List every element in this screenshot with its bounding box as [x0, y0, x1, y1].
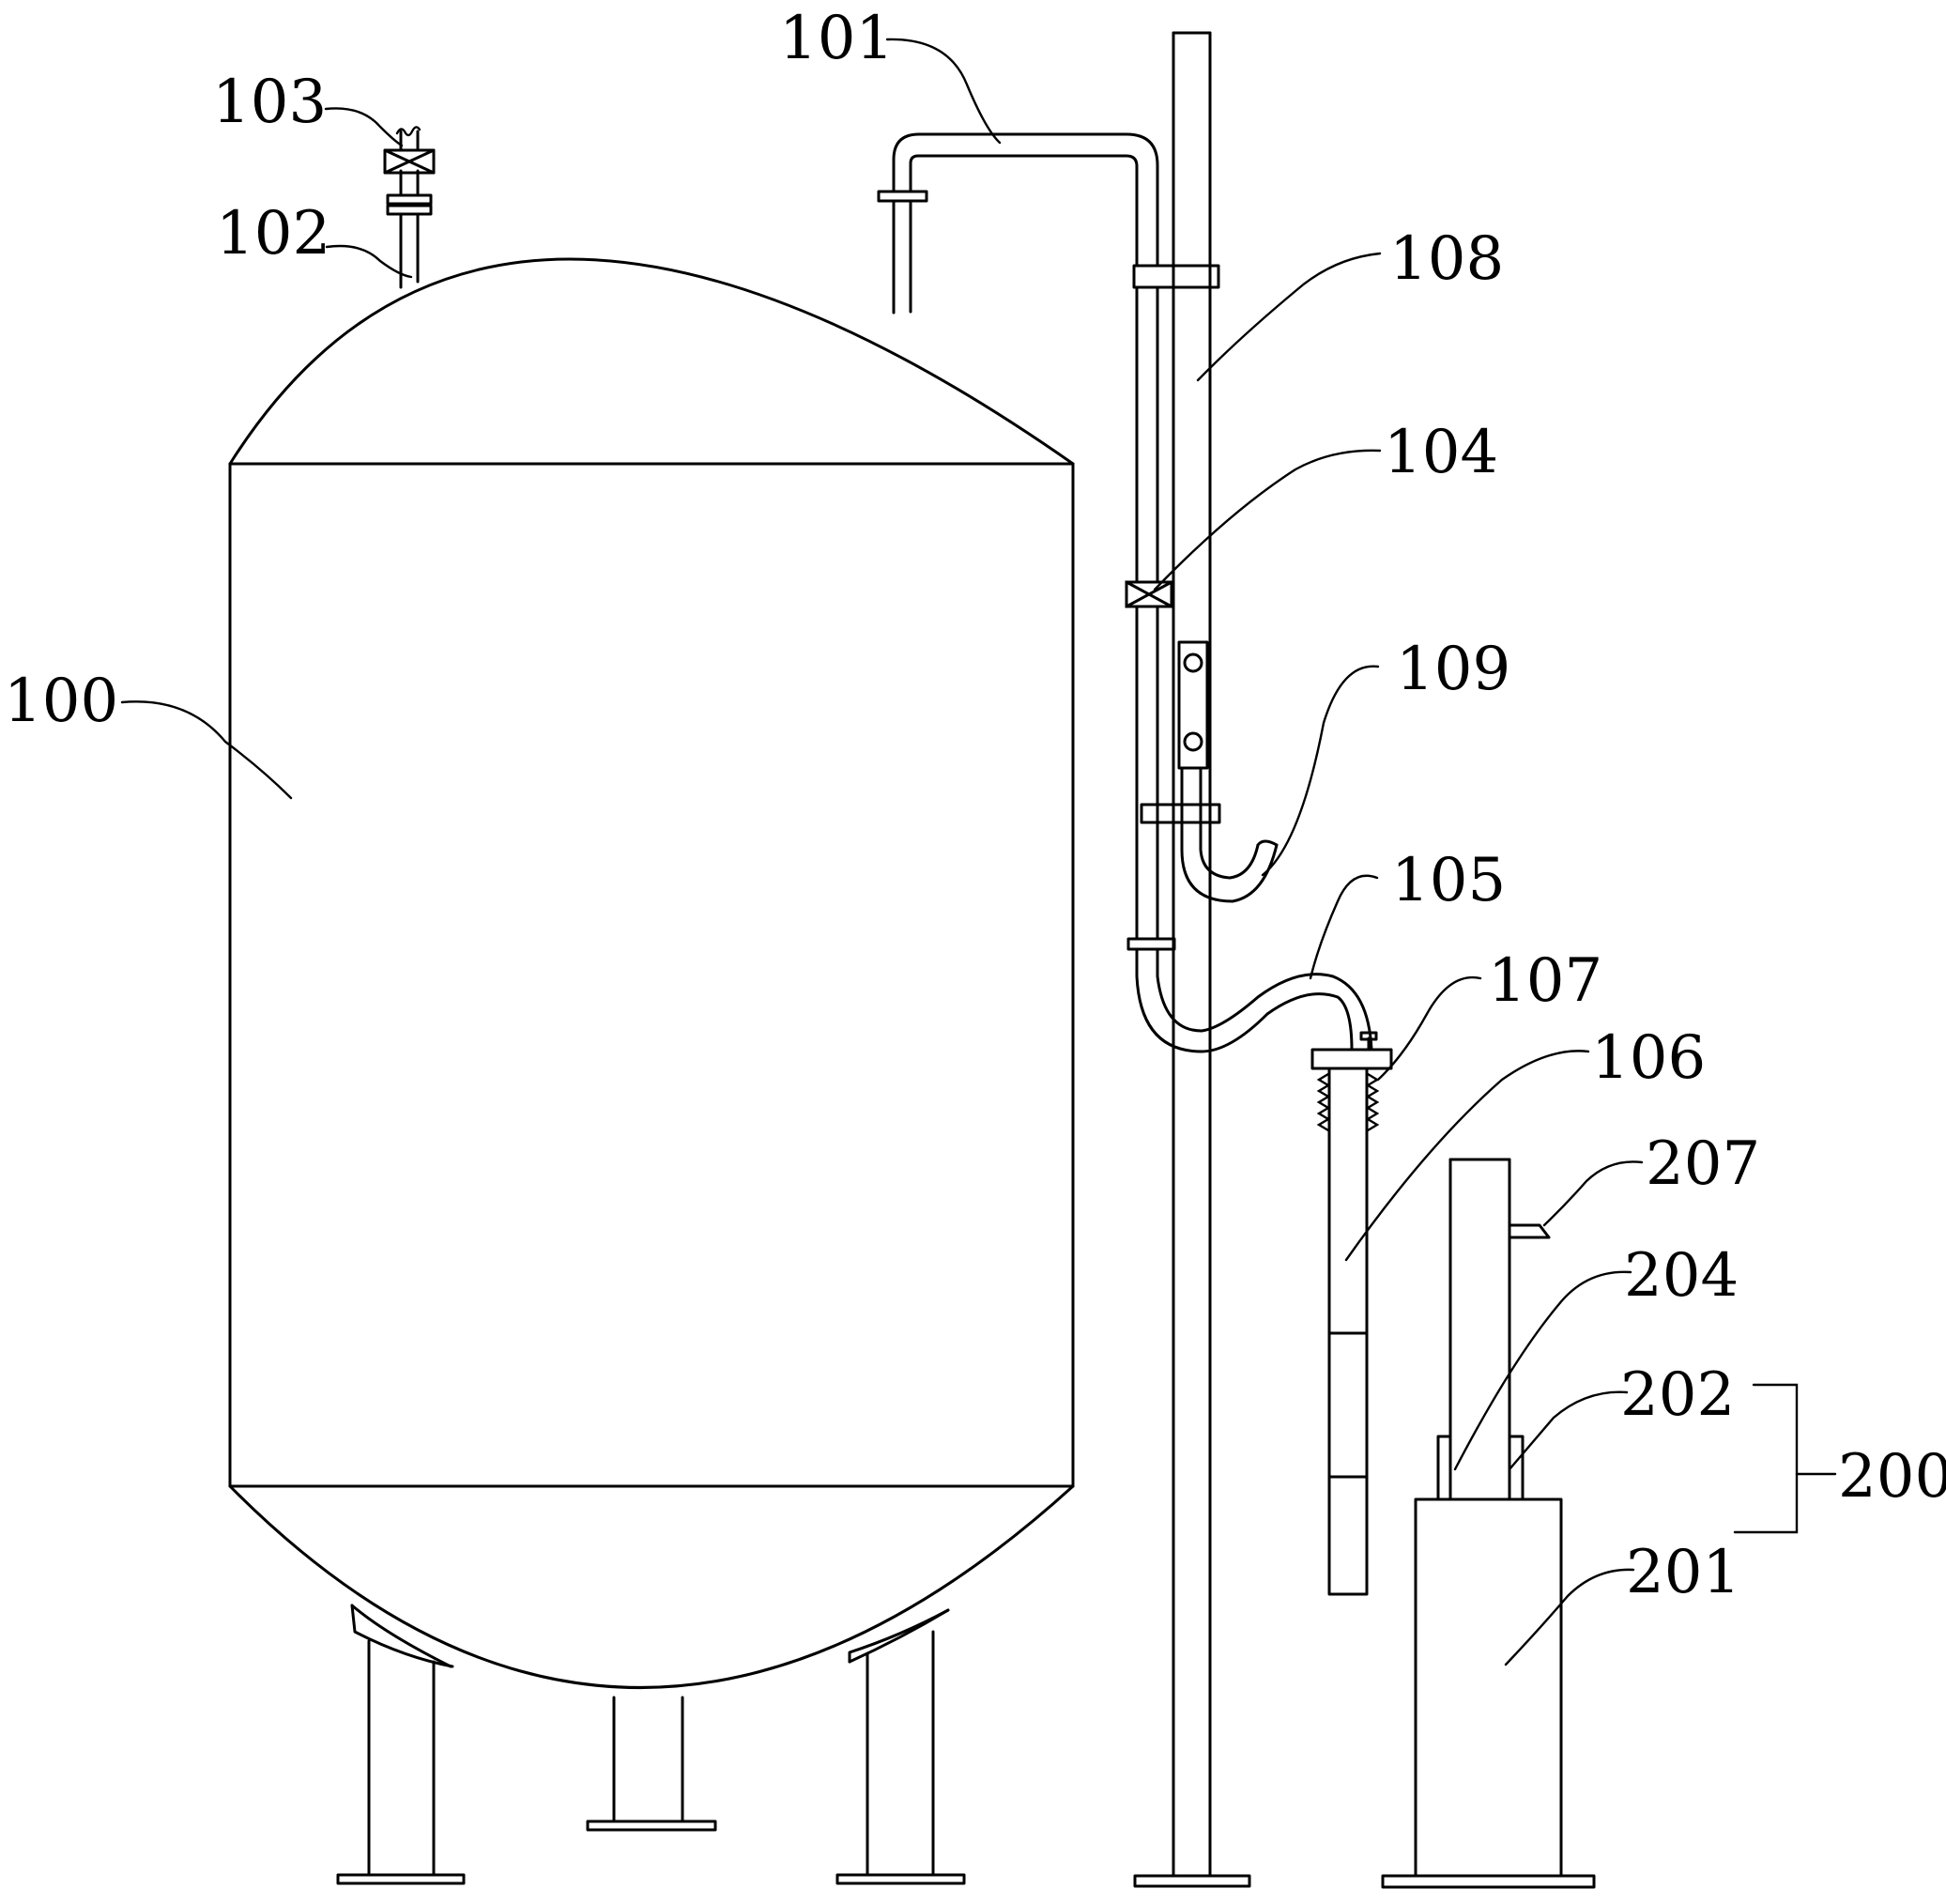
label-200: 200 — [1838, 1442, 1946, 1512]
tank-legs — [338, 1605, 964, 1883]
vent-valve-103 — [385, 127, 434, 173]
label-106: 106 — [1591, 1023, 1706, 1093]
label-202: 202 — [1620, 1360, 1735, 1430]
spout-207 — [1509, 1225, 1549, 1237]
reference-labels: 100 101 102 103 104 105 106 107 108 109 … — [4, 4, 1946, 1607]
hook-109 — [1182, 768, 1277, 901]
valve-104 — [1126, 582, 1172, 607]
base-201 — [1416, 1499, 1561, 1876]
tank-bottom-dome — [230, 1486, 1073, 1688]
support-column-108 — [1134, 33, 1249, 1886]
leader-lines — [122, 39, 1835, 1665]
device-200 — [1383, 1159, 1594, 1887]
label-108: 108 — [1389, 224, 1504, 294]
label-207: 207 — [1646, 1129, 1760, 1199]
tank-top-dome — [230, 259, 1073, 464]
label-103: 103 — [212, 68, 327, 137]
label-109: 109 — [1396, 635, 1510, 704]
label-107: 107 — [1488, 946, 1602, 1016]
label-105: 105 — [1391, 846, 1506, 915]
label-201: 201 — [1626, 1538, 1740, 1607]
part-204 — [1438, 1436, 1450, 1499]
label-102: 102 — [216, 199, 330, 269]
label-100: 100 — [4, 667, 118, 736]
label-204: 204 — [1624, 1241, 1739, 1311]
outlet-pipe-101 — [879, 134, 1157, 313]
tank-100 — [230, 259, 1073, 1688]
down-pipe — [1137, 287, 1157, 939]
rod-106 — [1329, 1068, 1367, 1594]
label-104: 104 — [1384, 418, 1498, 487]
label-101: 101 — [779, 4, 894, 73]
pipe-105 — [1128, 939, 1371, 1052]
